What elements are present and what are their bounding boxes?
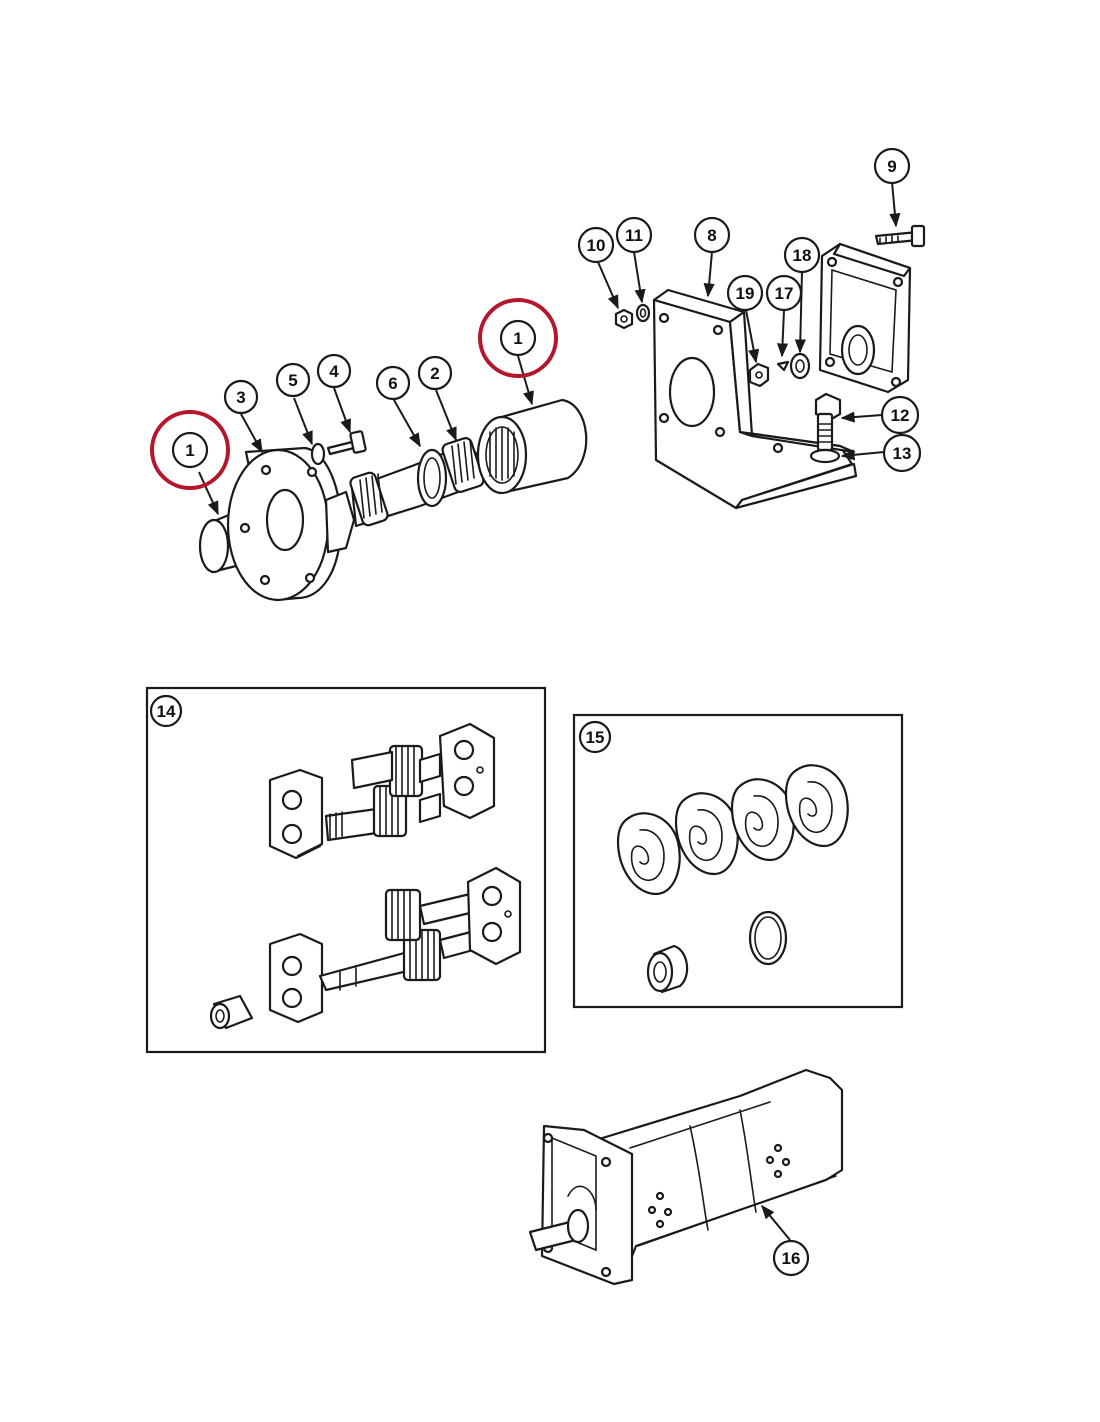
callout-12: 12 bbox=[880, 395, 920, 435]
callout-label: 3 bbox=[236, 388, 245, 407]
callout-label: 17 bbox=[775, 284, 794, 303]
callout-label: 8 bbox=[707, 226, 716, 245]
callout-label: 5 bbox=[288, 371, 297, 390]
callout-label: 9 bbox=[887, 157, 896, 176]
callout-11: 11 bbox=[615, 216, 653, 254]
callout-6: 6 bbox=[375, 365, 411, 401]
washer-part-11 bbox=[635, 303, 651, 323]
gear-set-upper bbox=[268, 722, 496, 860]
callout-13: 13 bbox=[882, 433, 922, 473]
gear-set-lower bbox=[209, 866, 522, 1030]
bearing-part-1-right bbox=[476, 398, 588, 495]
flange-part-3 bbox=[226, 446, 356, 602]
callout-label: 11 bbox=[625, 226, 643, 245]
callout-label: 15 bbox=[586, 728, 605, 747]
panel-14-gear-kit bbox=[145, 686, 547, 1054]
shaft-seal bbox=[646, 944, 689, 994]
callout-label: 14 bbox=[157, 702, 176, 721]
callout-1-right: 1 bbox=[499, 319, 537, 357]
cover-plate bbox=[818, 242, 912, 394]
washer-part-5 bbox=[310, 442, 326, 466]
highlight-ring-right bbox=[478, 298, 558, 378]
gasket-3 bbox=[730, 778, 795, 862]
bolt-part-4 bbox=[326, 430, 367, 456]
panel-15-seal-kit bbox=[572, 713, 904, 1009]
callout-label: 1 bbox=[513, 329, 522, 348]
callout-label: 18 bbox=[793, 246, 812, 265]
washer-part-18 bbox=[789, 352, 811, 380]
callout-label: 12 bbox=[891, 406, 910, 425]
callout-17: 17 bbox=[765, 274, 803, 312]
callout-8: 8 bbox=[693, 216, 731, 254]
gasket-2 bbox=[674, 792, 739, 876]
oring bbox=[748, 910, 788, 966]
callout-10: 10 bbox=[577, 226, 615, 264]
callout-label: 1 bbox=[185, 441, 194, 460]
callout-label: 13 bbox=[893, 444, 912, 463]
callout-label: 6 bbox=[388, 374, 397, 393]
mounting-bracket-assembly bbox=[614, 224, 926, 510]
callout-2: 2 bbox=[417, 355, 453, 391]
callout-15: 15 bbox=[578, 720, 612, 754]
nut-part-19 bbox=[748, 362, 770, 388]
callout-14: 14 bbox=[149, 694, 183, 728]
callout-16: 16 bbox=[772, 1239, 810, 1277]
washer-part-13 bbox=[809, 448, 841, 464]
callout-4: 4 bbox=[316, 353, 352, 389]
shaft-gear-part-6 bbox=[349, 437, 485, 528]
callout-9: 9 bbox=[873, 147, 911, 185]
callout-label: 16 bbox=[782, 1249, 801, 1268]
highlight-ring-left bbox=[150, 410, 230, 490]
callout-label: 2 bbox=[430, 364, 439, 383]
callout-18: 18 bbox=[783, 236, 821, 274]
callout-label: 19 bbox=[736, 284, 755, 303]
callout-label: 4 bbox=[329, 362, 339, 381]
bolt-part-9 bbox=[874, 224, 926, 248]
drive-assembly bbox=[198, 398, 588, 602]
gasket-1 bbox=[616, 812, 681, 896]
callout-5: 5 bbox=[275, 362, 311, 398]
nut-part-10 bbox=[614, 308, 634, 330]
callout-1-left: 1 bbox=[171, 431, 209, 469]
callout-label: 10 bbox=[587, 236, 606, 255]
pump-part-16 bbox=[528, 1068, 844, 1286]
gasket-4 bbox=[784, 764, 849, 848]
callout-19: 19 bbox=[726, 274, 764, 312]
key-part-17 bbox=[776, 360, 790, 372]
callout-3: 3 bbox=[223, 379, 259, 415]
bolt-part-12 bbox=[814, 392, 842, 452]
leader-lines bbox=[198, 181, 901, 1241]
